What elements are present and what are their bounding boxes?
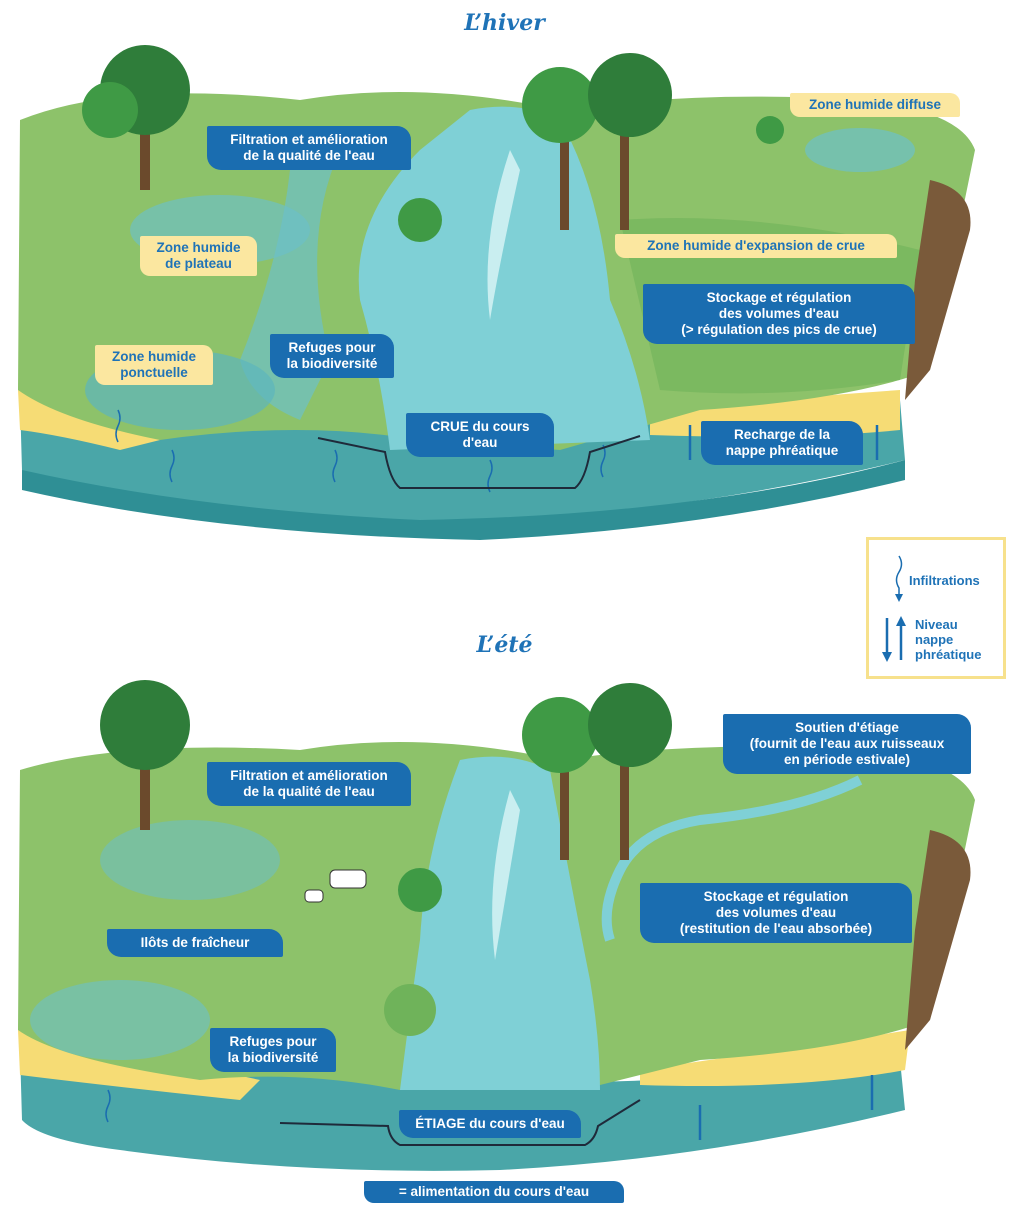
winter-label-zone-diffuse: Zone humide diffuse bbox=[790, 93, 960, 117]
infiltration-legend-icon bbox=[895, 555, 903, 602]
winter-groundwater-arrows bbox=[688, 425, 879, 460]
winter-title: L’hiver bbox=[464, 10, 545, 36]
summer-title: L’été bbox=[476, 632, 533, 658]
winter-label-zone-expansion: Zone humide d'expansion de crue bbox=[615, 234, 897, 258]
summer-riverbed-line bbox=[279, 1099, 641, 1146]
winter-label-zone-plateau: Zone humide de plateau bbox=[140, 236, 257, 276]
winter-deep-soil bbox=[22, 460, 905, 540]
summer-label-ilots: Ilôts de fraîcheur bbox=[107, 929, 283, 957]
summer-label-filtration: Filtration et amélioration de la qualité… bbox=[207, 762, 411, 806]
winter-label-recharge: Recharge de la nappe phréatique bbox=[701, 421, 863, 465]
summer-cow bbox=[304, 869, 367, 903]
summer-stream bbox=[601, 775, 863, 942]
winter-cliff bbox=[905, 180, 971, 400]
winter-label-refuges: Refuges pour la biodiversité bbox=[270, 334, 394, 378]
winter-riverbed-line bbox=[317, 435, 641, 489]
summer-river-highlight bbox=[492, 790, 520, 960]
winter-diffuse-wetland bbox=[805, 128, 915, 172]
winter-river bbox=[358, 106, 650, 451]
winter-label-stockage: Stockage et régulation des volumes d'eau… bbox=[643, 284, 915, 344]
summer-cool-island bbox=[100, 820, 280, 900]
summer-label-refuges: Refuges pour la biodiversité bbox=[210, 1028, 336, 1072]
summer-sand-right bbox=[640, 1030, 910, 1086]
winter-landscape-illustration bbox=[18, 45, 975, 540]
summer-infiltration-arrows bbox=[105, 1089, 111, 1123]
winter-label-crue: CRUE du cours d'eau bbox=[406, 413, 554, 457]
summer-landscape-illustration bbox=[18, 680, 975, 1171]
winter-label-filtration: Filtration et amélioration de la qualité… bbox=[207, 126, 411, 170]
legend-infiltrations: Infiltrations bbox=[909, 573, 980, 588]
winter-trees bbox=[82, 45, 784, 242]
summer-groundwater-arrows bbox=[698, 1075, 874, 1140]
summer-label-etiage: ÉTIAGE du cours d'eau bbox=[399, 1110, 581, 1138]
alimentation-label: = alimentation du cours d'eau bbox=[364, 1181, 624, 1203]
legend-niveau-nappe: Niveau nappe phréatique bbox=[915, 617, 982, 662]
winter-label-zone-ponctuelle: Zone humide ponctuelle bbox=[95, 345, 213, 385]
winter-river-highlight bbox=[487, 150, 520, 320]
summer-cliff bbox=[905, 830, 971, 1050]
groundwater-level-legend-icon bbox=[882, 616, 906, 662]
summer-refuge-pond bbox=[30, 980, 210, 1060]
summer-label-stockage: Stockage et régulation des volumes d'eau… bbox=[640, 883, 912, 943]
summer-trees bbox=[100, 680, 672, 1036]
legend-box: Infiltrations Niveau nappe phréatique bbox=[866, 537, 1006, 679]
summer-label-soutien: Soutien d'étiage (fournit de l'eau aux r… bbox=[723, 714, 971, 774]
